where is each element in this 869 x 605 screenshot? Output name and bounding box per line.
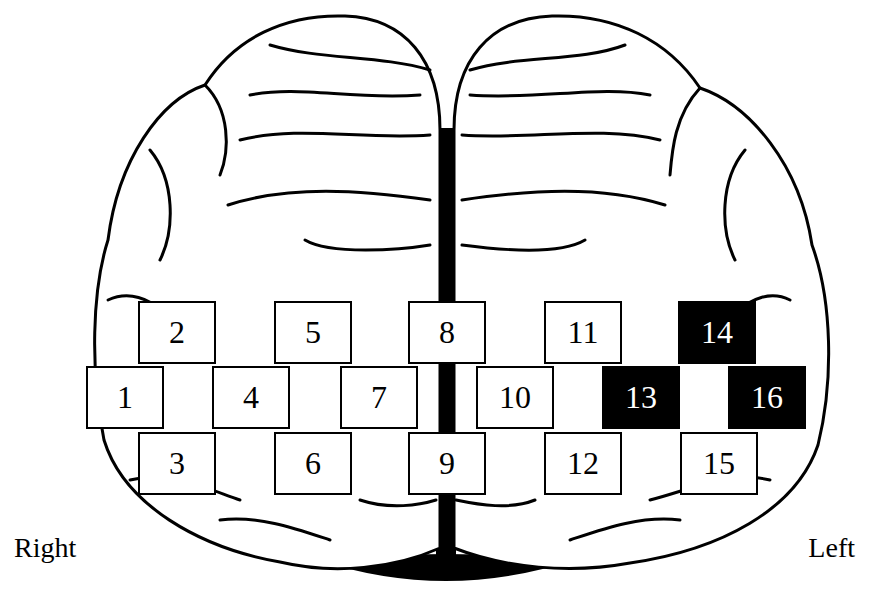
numbered-box: 10 xyxy=(476,366,554,429)
numbered-box: 8 xyxy=(408,301,486,364)
callout-number: 7 xyxy=(371,379,387,416)
numbered-box: 9 xyxy=(408,432,486,495)
numbered-box: 11 xyxy=(544,301,622,364)
callout-number: 4 xyxy=(243,379,259,416)
numbered-box: 12 xyxy=(544,432,622,495)
callout-number: 8 xyxy=(439,314,455,351)
callout-number: 15 xyxy=(703,445,735,482)
callout-number: 16 xyxy=(751,379,783,416)
callout-number: 10 xyxy=(499,379,531,416)
highlighted-box: 14 xyxy=(678,301,756,364)
highlighted-box: 13 xyxy=(602,366,680,429)
numbered-box: 7 xyxy=(340,366,418,429)
callout-number: 3 xyxy=(169,445,185,482)
numbered-box: 6 xyxy=(274,432,352,495)
side-label: Left xyxy=(808,532,855,564)
callout-number: 2 xyxy=(169,314,185,351)
callout-number: 1 xyxy=(117,379,133,416)
callout-number: 9 xyxy=(439,445,455,482)
callout-number: 13 xyxy=(625,379,657,416)
numbered-box: 4 xyxy=(212,366,290,429)
highlighted-box: 16 xyxy=(728,366,806,429)
callout-number: 5 xyxy=(305,314,321,351)
callout-number: 6 xyxy=(305,445,321,482)
callout-number: 12 xyxy=(567,445,599,482)
side-label: Right xyxy=(14,532,76,564)
numbered-box: 2 xyxy=(138,301,216,364)
callout-number: 14 xyxy=(701,314,733,351)
numbered-box: 5 xyxy=(274,301,352,364)
numbered-box: 3 xyxy=(138,432,216,495)
numbered-box: 15 xyxy=(680,432,758,495)
numbered-box: 1 xyxy=(86,366,164,429)
callout-number: 11 xyxy=(568,314,599,351)
